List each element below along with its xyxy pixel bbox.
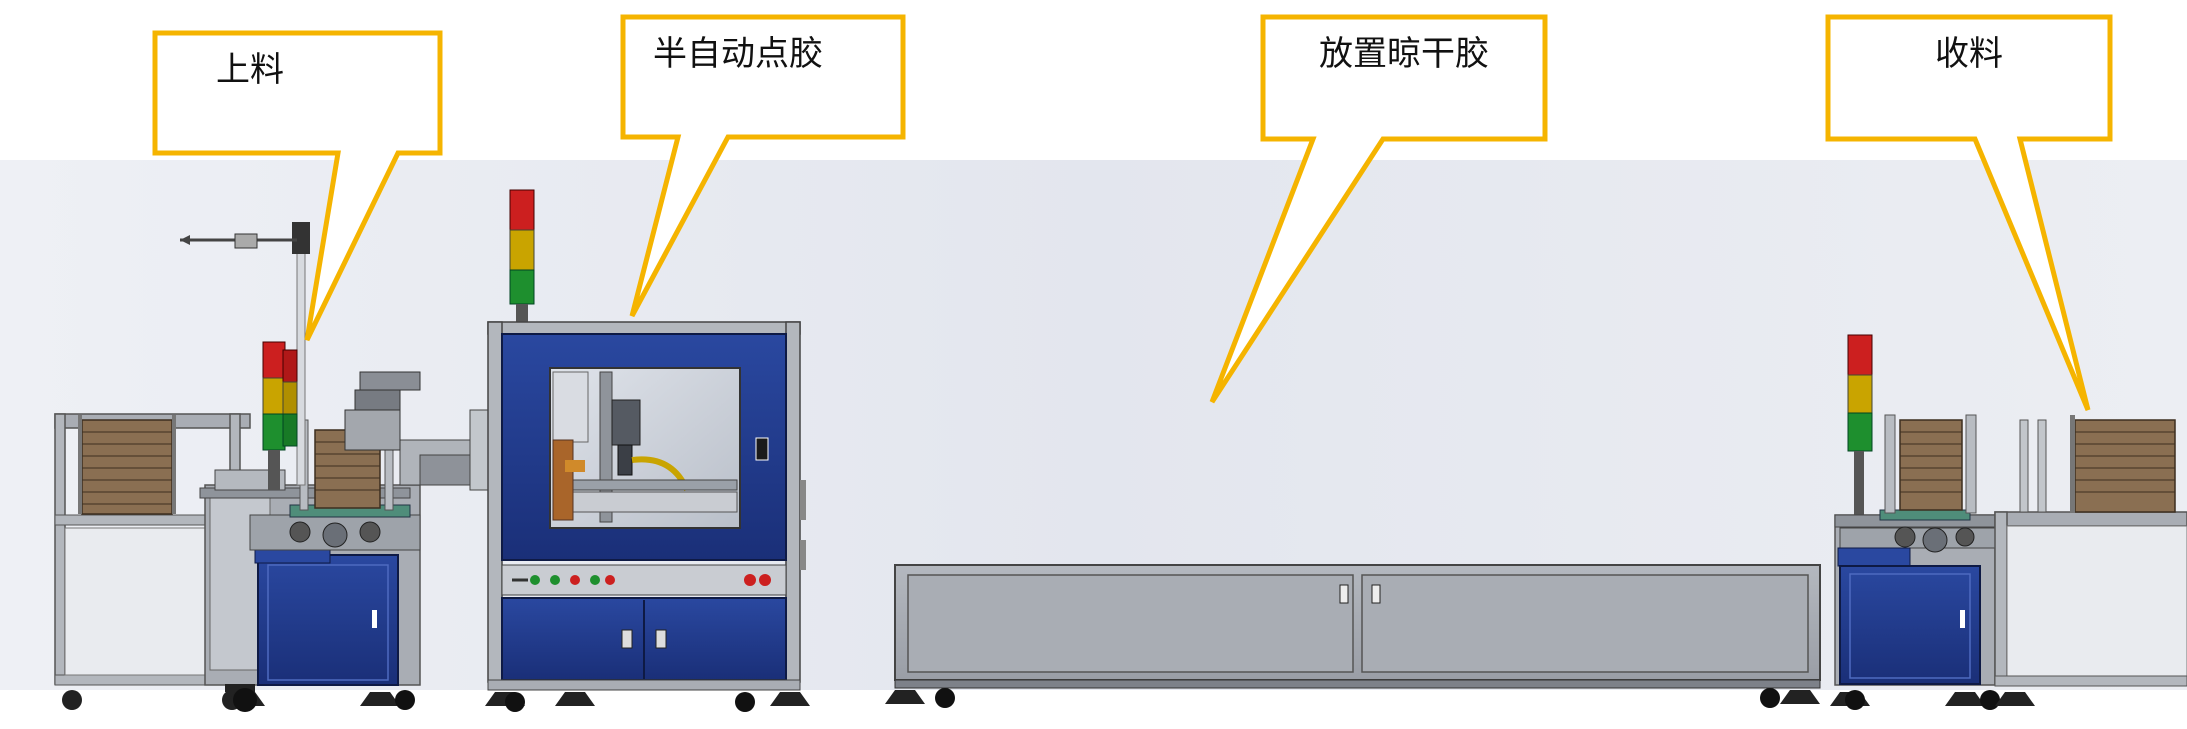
callout-box-drying	[1209, 14, 1548, 404]
callout-box-loading	[152, 30, 443, 342]
unloading-station	[1830, 334, 2187, 710]
signal-tower-dispensing	[509, 189, 535, 326]
callout-label-loading: 上料	[216, 50, 284, 90]
callout-label-dispensing: 半自动点胶	[653, 34, 823, 74]
signal-tower-unloading	[1847, 334, 1873, 521]
signal-tower-loading	[262, 341, 298, 490]
callout-box-dispensing	[620, 14, 906, 318]
stacked-trays-left	[78, 415, 176, 515]
drying-cabinet	[885, 564, 1821, 708]
callout-label-drying: 放置晾干胶	[1319, 34, 1489, 74]
loading-station	[54, 222, 491, 712]
callout-label-unloading: 收料	[1935, 34, 2003, 74]
dispensing-machine	[485, 189, 810, 712]
callout-box-unloading	[1825, 14, 2113, 411]
